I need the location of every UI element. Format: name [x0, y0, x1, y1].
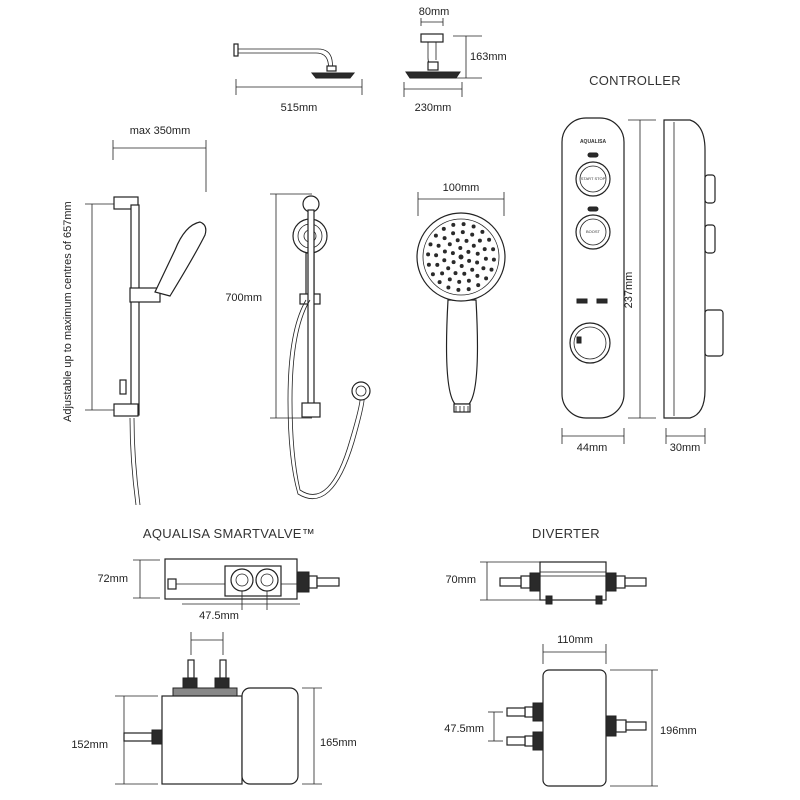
- nozzle-dot: [464, 238, 469, 243]
- nozzle-dot: [491, 247, 496, 252]
- rail-max-label: max 350mm: [130, 125, 191, 137]
- nozzle-dot: [451, 231, 456, 236]
- nozzle-dot: [470, 232, 475, 237]
- fixed-head-drop-width-label: 80mm: [419, 6, 450, 18]
- controller-side-view: [628, 119, 724, 444]
- nozzle-dot: [437, 280, 442, 285]
- smartvalve-total-height-label: 165mm: [320, 737, 357, 749]
- nozzle-dot: [466, 278, 471, 283]
- nozzle-dot: [461, 222, 466, 227]
- smartvalve-heading: AQUALISA SMARTVALVE™: [143, 526, 315, 541]
- nozzle-dot: [456, 287, 461, 292]
- nozzle-dot: [434, 253, 439, 258]
- smartvalve-top-view: [133, 558, 340, 610]
- nozzle-dot: [428, 242, 433, 247]
- nozzle-dot: [442, 258, 447, 263]
- nozzle-dot: [458, 246, 463, 250]
- nozzle-dot: [457, 279, 462, 284]
- nozzle-dot: [455, 238, 460, 243]
- fixed-head-arm-label: 515mm: [281, 102, 318, 114]
- fixed-head-height-label: 163mm: [470, 51, 507, 63]
- nozzle-dot: [459, 264, 464, 268]
- diverter-top-view: [480, 561, 647, 605]
- controller-depth-label: 30mm: [670, 442, 701, 454]
- nozzle-dot: [435, 262, 440, 267]
- smartvalve-depth-label: 72mm: [97, 573, 128, 585]
- nozzle-dot: [426, 252, 431, 257]
- nozzle-dot: [466, 287, 471, 292]
- handset: [416, 192, 506, 413]
- nozzle-dot: [426, 262, 431, 267]
- nozzle-dot: [477, 238, 482, 243]
- nozzle-dot: [450, 251, 455, 256]
- nozzle-dot: [436, 243, 441, 248]
- controller-height-label: 237mm: [623, 272, 635, 309]
- nozzle-dot: [471, 243, 476, 248]
- riser-rail-front-view: [270, 193, 371, 499]
- fixed-head-side-view: [233, 43, 363, 95]
- fixed-head-front-view: [403, 18, 482, 97]
- nozzle-dot: [451, 222, 456, 227]
- nozzle-dot: [433, 233, 438, 238]
- diverter-height-label: 196mm: [660, 725, 697, 737]
- smartvalve-inlet-centres-label: 47.5mm: [199, 610, 239, 622]
- nozzle-dot: [451, 260, 456, 265]
- nozzle-dot: [447, 242, 452, 247]
- diverter-width-label: 110mm: [557, 634, 593, 646]
- nozzle-dot: [480, 229, 485, 234]
- riser-rail-side-view: [85, 140, 207, 506]
- nozzle-dot: [475, 251, 480, 256]
- nozzle-dot: [484, 276, 489, 281]
- diverter-depth-label: 70mm: [445, 574, 476, 586]
- diverter-outlet-centres-label: 47.5mm: [444, 723, 484, 735]
- nozzle-dot: [483, 256, 488, 261]
- nozzle-dot: [446, 266, 451, 271]
- nozzle-dot: [442, 236, 447, 241]
- nozzle-dot: [489, 267, 494, 272]
- rail-height-label: 700mm: [225, 292, 262, 304]
- nozzle-dot: [476, 283, 481, 288]
- smartvalve-front-view: [115, 632, 322, 785]
- nozzle-dot: [442, 249, 447, 254]
- controller-heading: CONTROLLER: [589, 73, 681, 88]
- nozzle-dot: [487, 237, 492, 242]
- controller-logo-text: AQUALISA: [580, 139, 607, 145]
- nozzle-dot: [482, 247, 487, 252]
- nozzle-dot: [481, 266, 486, 271]
- nozzle-dot: [475, 273, 480, 278]
- nozzle-dot: [446, 285, 451, 290]
- nozzle-dot: [441, 226, 446, 231]
- nozzle-dot: [453, 271, 458, 276]
- controller-width-label: 44mm: [577, 442, 608, 454]
- nozzle-dot: [491, 257, 496, 262]
- handset-diameter-label: 100mm: [443, 182, 480, 194]
- controller-front-view: AQUALISA START STOP BOOST: [561, 117, 625, 444]
- smartvalve-body-height-label: 152mm: [71, 739, 108, 751]
- nozzle-dot: [460, 230, 465, 235]
- nozzle-dot: [462, 271, 467, 276]
- diverter-heading: DIVERTER: [532, 526, 600, 541]
- nozzle-dot: [470, 267, 475, 272]
- nozzle-dot: [430, 272, 435, 277]
- rail-adjustable-label: Adjustable up to maximum centres of 657m…: [62, 201, 74, 422]
- controller-start-stop-text: START STOP: [581, 176, 606, 181]
- nozzle-dot: [447, 277, 452, 282]
- fixed-head-width-label: 230mm: [415, 102, 452, 114]
- nozzle-dot: [440, 271, 445, 276]
- nozzle-dot: [471, 224, 476, 229]
- nozzle-dot: [458, 254, 464, 260]
- nozzle-dot: [467, 258, 472, 263]
- controller-boost-text: BOOST: [586, 229, 601, 234]
- diverter-front-view: [488, 644, 658, 787]
- handset-nozzles: [426, 222, 496, 292]
- nozzle-dot: [466, 249, 471, 254]
- nozzle-dot: [475, 260, 480, 265]
